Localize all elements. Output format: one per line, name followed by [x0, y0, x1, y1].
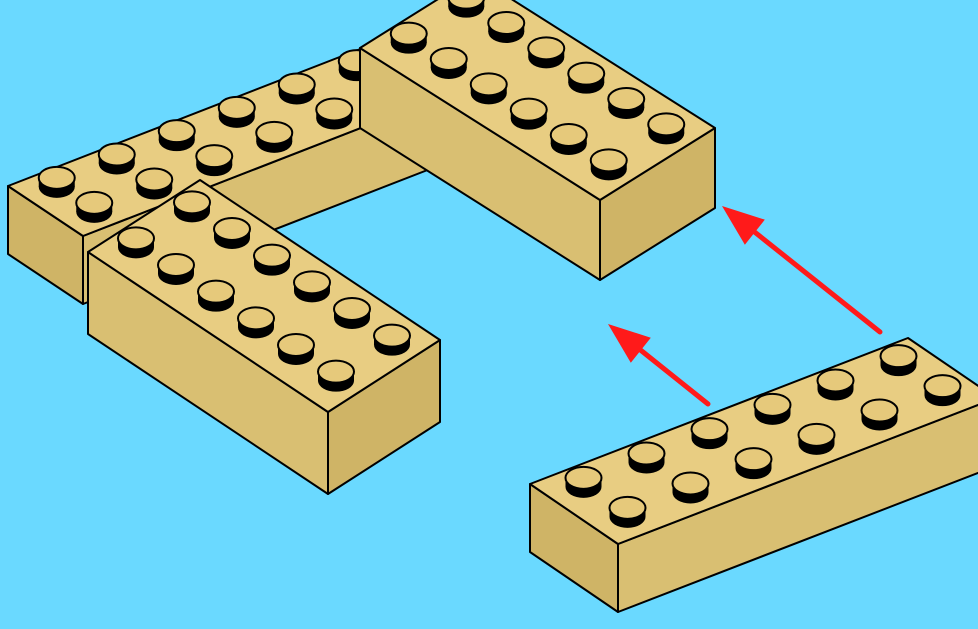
assembly-arrows [608, 206, 883, 407]
arrow-upper-head [722, 206, 765, 245]
brick-back-left-stud [37, 165, 76, 190]
brick-back-left-stud [195, 144, 234, 169]
brick-loose-stud [816, 368, 855, 393]
brick-front-left-stud [173, 190, 211, 215]
brick-back-right-stud [469, 72, 508, 97]
brick-back-right-stud [607, 87, 646, 111]
brick-back-left-stud [75, 190, 114, 215]
brick-back-right-stud [447, 0, 485, 10]
brick-back-right-stud [647, 112, 686, 137]
brick-back-left-stud [315, 97, 354, 122]
brick-front-left-stud [317, 359, 355, 384]
brick-front-left-stud [157, 253, 195, 277]
brick-loose-stud [564, 465, 603, 490]
brick-front-left-stud [333, 297, 371, 321]
brick-loose [529, 337, 978, 613]
arrow-lower-head [608, 324, 651, 363]
brick-back-right-stud [509, 97, 548, 122]
brick-back-right-stud [567, 61, 606, 86]
brick-front-left-stud [213, 217, 251, 241]
brick-loose-stud [797, 422, 836, 447]
brick-back-right-stud [549, 123, 588, 147]
brick-back-right-stud [589, 148, 628, 173]
brick-loose-stud [879, 344, 918, 369]
brick-front-left-stud [117, 226, 155, 251]
brick-front-left-stud [373, 323, 411, 348]
brick-loose-stud [608, 495, 647, 520]
brick-front-left-stud [253, 243, 291, 268]
brick-front-left-stud [293, 270, 331, 295]
brick-back-left-stud [277, 72, 316, 97]
brick-front-left-top-face [87, 179, 441, 413]
brick-loose-stud [734, 447, 773, 472]
brick-front-left-stud [197, 279, 235, 304]
arrow-upper-shaft [752, 229, 883, 335]
arrow-lower-shaft [638, 347, 711, 407]
brick-back-left-stud [255, 120, 294, 145]
brick-loose-stud [860, 398, 899, 423]
brick-front-left-stud [277, 333, 315, 357]
brick-back-right-stud [527, 36, 566, 61]
brick-back-left-stud [217, 95, 256, 120]
brick-loose-stud [671, 471, 710, 496]
brick-loose-top-face [529, 337, 978, 545]
brick-back-right-stud [429, 47, 468, 71]
brick-front-left [87, 179, 441, 495]
brick-loose-stud [923, 374, 962, 399]
brick-front-left-stud [237, 306, 275, 331]
brick-loose-stud [753, 392, 792, 417]
brick-loose-stud [690, 417, 729, 442]
brick-back-right [359, 0, 716, 281]
brick-back-right-stud [487, 11, 526, 35]
brick-back-left-stud [157, 119, 196, 144]
brick-back-left-stud [97, 142, 136, 167]
brick-loose-stud [627, 441, 666, 466]
brick-back-right-stud [389, 21, 428, 46]
brick-back-left-stud [135, 167, 174, 192]
